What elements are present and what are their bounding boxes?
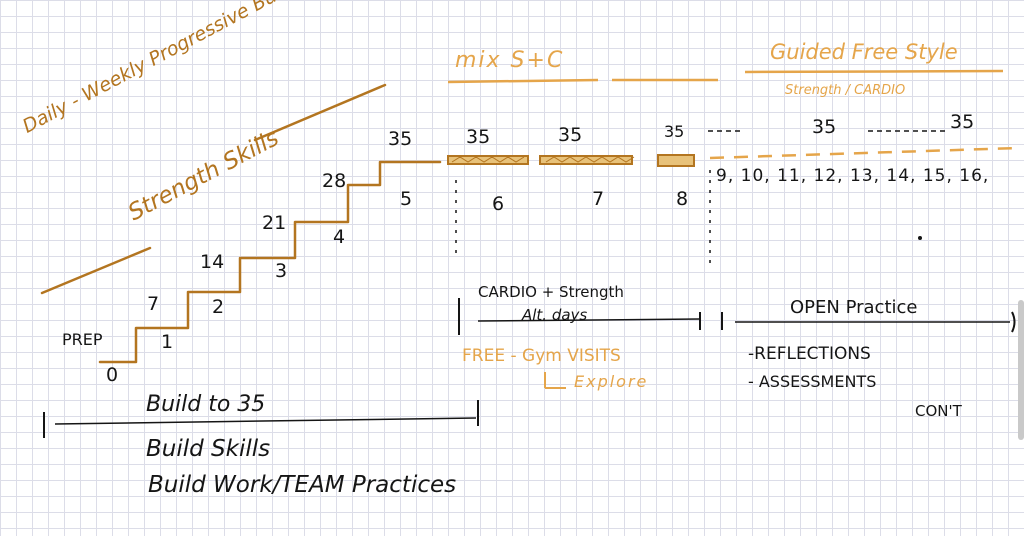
step-min-21: 21 — [262, 212, 287, 234]
prep-label: PREP — [62, 330, 103, 349]
mix-min-week-6: 35 — [466, 126, 491, 148]
mix-bar-week-8 — [657, 154, 695, 167]
step-min-7: 7 — [147, 293, 160, 315]
guided-min-mid: 35 — [812, 116, 837, 138]
guided-sub: Strength / CARDIO — [785, 83, 906, 98]
mix-bar-hatch — [451, 156, 635, 163]
mix-heading-underline-1 — [447, 78, 599, 84]
build-to-35-label: Build to 35 — [146, 392, 266, 417]
reflections-item: -REFLECTIONS — [748, 344, 871, 364]
step-min-35: 35 — [388, 128, 413, 150]
step-week-5: 5 — [400, 188, 413, 210]
step-week-3: 3 — [275, 260, 288, 282]
staircase-steps — [98, 160, 442, 364]
guided-dashed-timeline — [709, 146, 1019, 160]
guided-weeks: 9, 10, 11, 12, 13, 14, 15, 16, — [716, 166, 990, 186]
step-min-14: 14 — [200, 251, 225, 273]
reflections-text: REFLECTIONS — [754, 344, 871, 364]
assessments-item: - ASSESSMENTS — [748, 372, 877, 391]
mix-min-week-8: 35 — [664, 122, 685, 141]
step-week-0: 0 — [106, 364, 119, 386]
build-skills-line: Build Skills — [146, 436, 271, 462]
step-week-1: 1 — [161, 331, 174, 353]
mix-week-7: 7 — [592, 188, 605, 210]
mix-week-6: 6 — [492, 193, 505, 215]
assessments-text: ASSESSMENTS — [758, 372, 877, 391]
mix-min-week-7: 35 — [558, 124, 583, 146]
step-min-28: 28 — [322, 170, 347, 192]
step-week-2: 2 — [212, 296, 225, 318]
mix-note-line2: Alt. days — [522, 306, 588, 324]
guided-heading: Guided Free Style — [770, 40, 958, 64]
mix-note-underline — [477, 318, 701, 322]
mix-note-line1: CARDIO + Strength — [478, 283, 624, 301]
diagonal-line-lower — [40, 246, 152, 295]
open-bracket-right — [1011, 311, 1016, 333]
explore-label: Explore — [574, 372, 649, 391]
mix-week-8: 8 — [676, 188, 689, 210]
step-week-4: 4 — [333, 226, 346, 248]
free-gym-visits: FREE - Gym VISITS — [462, 346, 621, 366]
mix-bar-week-7 — [539, 155, 633, 165]
scrollbar[interactable] — [1018, 300, 1024, 440]
build-work-line: Build Work/TEAM Practices — [148, 472, 457, 498]
guided-min-end: 35 — [950, 111, 975, 133]
diagonal-line-upper — [253, 83, 387, 142]
guided-heading-underline — [744, 69, 1004, 74]
ink-dot — [918, 236, 922, 240]
span-line — [54, 417, 477, 425]
continue-label: CON'T — [915, 402, 962, 420]
mix-heading: mix S+C — [455, 48, 565, 73]
open-practice-label: OPEN Practice — [790, 297, 918, 318]
